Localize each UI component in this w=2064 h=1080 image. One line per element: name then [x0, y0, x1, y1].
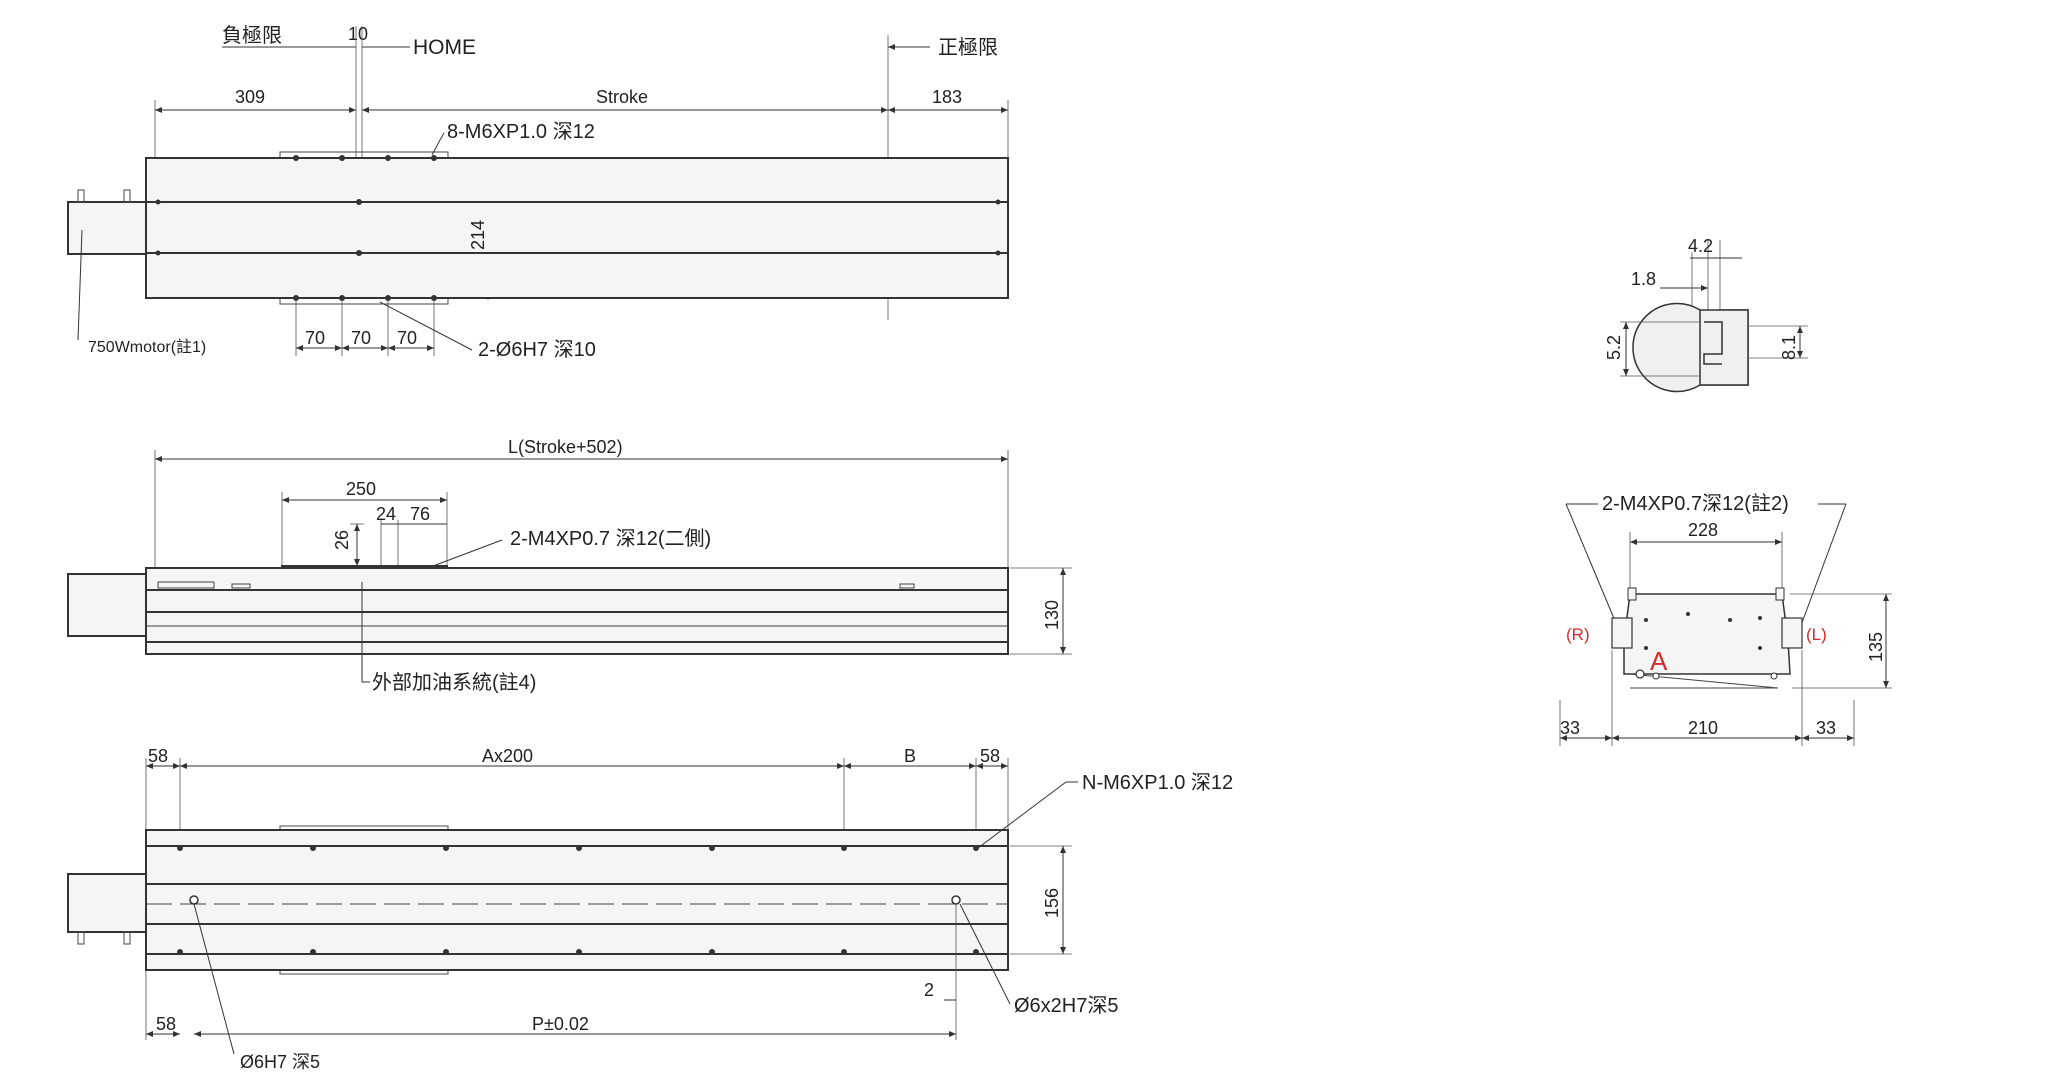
- carriage-thread-label: 8-M6XP1.0 深12: [447, 120, 595, 143]
- dim-58b: 58: [980, 746, 1000, 766]
- dim-183: 183: [932, 87, 962, 107]
- dim-24: 24: [376, 504, 396, 524]
- pin-hole-label: 2-Ø6H7 深10: [478, 338, 596, 361]
- dim-76: 76: [410, 504, 430, 524]
- mark-l: (L): [1806, 625, 1827, 644]
- dim-70c: 70: [397, 328, 417, 348]
- dim-130: 130: [1042, 600, 1062, 630]
- dim-309: 309: [235, 87, 265, 107]
- dim-26: 26: [332, 530, 352, 550]
- dim-210: 210: [1688, 718, 1718, 738]
- stroke-label: Stroke: [596, 87, 648, 107]
- dim-33b: 33: [1816, 718, 1836, 738]
- dim-70b: 70: [351, 328, 371, 348]
- dim-8-1: 8.1: [1779, 335, 1799, 360]
- mark-r: (R): [1566, 625, 1590, 644]
- dowel-label: Ø6x2H7深5: [1014, 994, 1119, 1017]
- dim-33a: 33: [1560, 718, 1580, 738]
- dim-156: 156: [1042, 888, 1062, 918]
- dim-214: 214: [468, 220, 488, 250]
- oil-label: 外部加油系統(註4): [372, 671, 536, 694]
- ax200-label: Ax200: [482, 746, 533, 766]
- end-view: 2-M4XP0.7深12(註2) 228 (R) (L) A 135: [1559, 492, 1892, 746]
- dim-135: 135: [1866, 632, 1886, 662]
- length-label: L(Stroke+502): [508, 437, 623, 457]
- motor-label: 750Wmotor(註1): [88, 338, 206, 356]
- neg-limit-label: 負極限: [222, 24, 282, 47]
- pos-limit-label: 正極限: [938, 36, 998, 59]
- dim-228: 228: [1688, 520, 1718, 540]
- slot-detail: 1.8 4.2 5.2 8.1: [1604, 236, 1808, 393]
- dim-250: 250: [346, 479, 376, 499]
- bottom-view: 58 Ax200 B 58: [67, 746, 1233, 1072]
- dim-4-2: 4.2: [1688, 236, 1713, 256]
- base-thread-label: N-M6XP1.0 深12: [1082, 771, 1233, 794]
- dim-58a: 58: [148, 746, 168, 766]
- side-view: L(Stroke+502) 250 24 76 26 2-M4XP0.7 深12…: [67, 437, 1072, 694]
- end-thread-label: 2-M4XP0.7深12(註2): [1602, 492, 1789, 515]
- home-label: HOME: [413, 36, 476, 59]
- dim-1-8: 1.8: [1631, 269, 1656, 289]
- top-view: 負極限 10 HOME 正極限 309 Stroke 183: [67, 24, 1009, 361]
- b-label: B: [904, 746, 916, 766]
- dim-10: 10: [348, 24, 368, 44]
- pitch-label: P±0.02: [532, 1014, 589, 1034]
- dim-70a: 70: [305, 328, 325, 348]
- mark-a: A: [1650, 646, 1668, 676]
- side-thread-label: 2-M4XP0.7 深12(二側): [510, 527, 711, 550]
- hole-note-label: Ø6H7 深5: [240, 1052, 320, 1072]
- dim-5-2: 5.2: [1604, 335, 1624, 360]
- dim-2: 2: [924, 980, 934, 1000]
- dim-58c: 58: [156, 1014, 176, 1034]
